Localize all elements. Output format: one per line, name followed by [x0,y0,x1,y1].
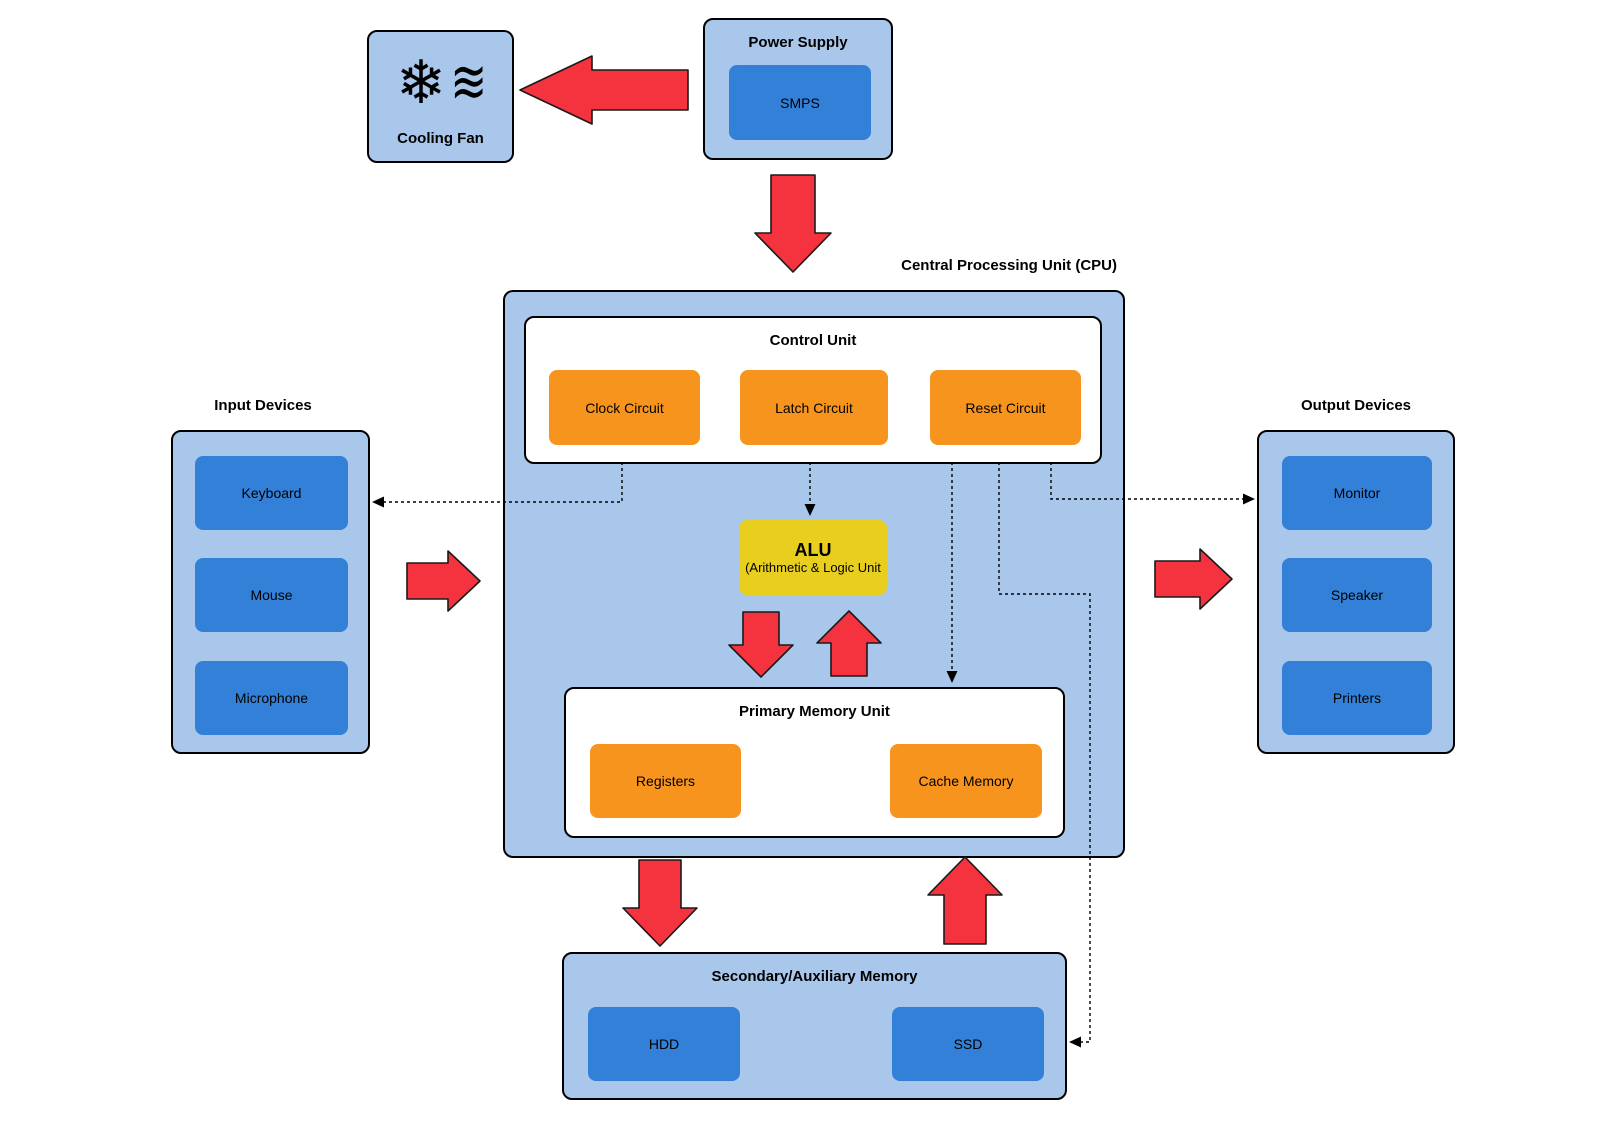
snowflake-icon: ❄ [395,49,447,116]
cooling-fan-box: ❄ ≋ Cooling Fan [367,30,514,163]
control-unit-box: Control Unit Clock Circuit Latch Circuit… [524,316,1102,464]
control-unit-title: Control Unit [769,332,857,349]
cpu-label: Central Processing Unit (CPU) [901,257,1117,274]
power-supply-title: Power Supply [748,34,848,51]
registers-box: Registers [590,744,741,818]
clock-circuit-box: Clock Circuit [549,370,700,445]
input-devices-label: Input Devices [214,397,312,414]
alu-box: ALU (Arithmetic & Logic Unit [739,520,887,595]
reset-circuit-box: Reset Circuit [930,370,1081,445]
alu-title: ALU [794,540,832,560]
cooling-fan-label: Cooling Fan [397,130,484,147]
printers-box: Printers [1282,661,1432,735]
primary-memory-box: Primary Memory Unit Registers Cache Memo… [564,687,1065,838]
microphone-box: Microphone [195,661,348,735]
keyboard-box: Keyboard [195,456,348,530]
mouse-box: Mouse [195,558,348,632]
arrow-secondary-to-cpu [927,856,1003,945]
ssd-box: SSD [892,1007,1044,1081]
secondary-memory-box: Secondary/Auxiliary Memory HDD SSD [562,952,1067,1100]
arrow-power-to-fan [519,55,689,125]
arrow-cpu-to-secondary [622,859,698,947]
hdd-box: HDD [588,1007,740,1081]
power-supply-box: Power Supply SMPS [703,18,893,160]
cpu-box: Control Unit Clock Circuit Latch Circuit… [503,290,1125,858]
cooling-fan-icons: ❄ ≋ [369,42,512,124]
output-devices-box: Monitor Speaker Printers [1257,430,1455,754]
speaker-box: Speaker [1282,558,1432,632]
primary-memory-title: Primary Memory Unit [739,703,890,720]
arrow-cpu-to-output [1154,548,1233,610]
airflow-icon: ≋ [450,49,487,116]
secondary-memory-title: Secondary/Auxiliary Memory [711,968,918,985]
cache-memory-box: Cache Memory [890,744,1042,818]
latch-circuit-box: Latch Circuit [740,370,888,445]
output-devices-label: Output Devices [1300,397,1412,414]
arrowhead-to-ssd [1069,1036,1081,1048]
smps-box: SMPS [729,65,871,140]
arrow-input-to-cpu [406,550,481,612]
input-devices-box: Keyboard Mouse Microphone [171,430,370,754]
arrowhead-to-monitor [1243,493,1255,505]
arrowhead-to-input [372,496,384,508]
alu-subtitle: (Arithmetic & Logic Unit [745,560,881,575]
monitor-box: Monitor [1282,456,1432,530]
